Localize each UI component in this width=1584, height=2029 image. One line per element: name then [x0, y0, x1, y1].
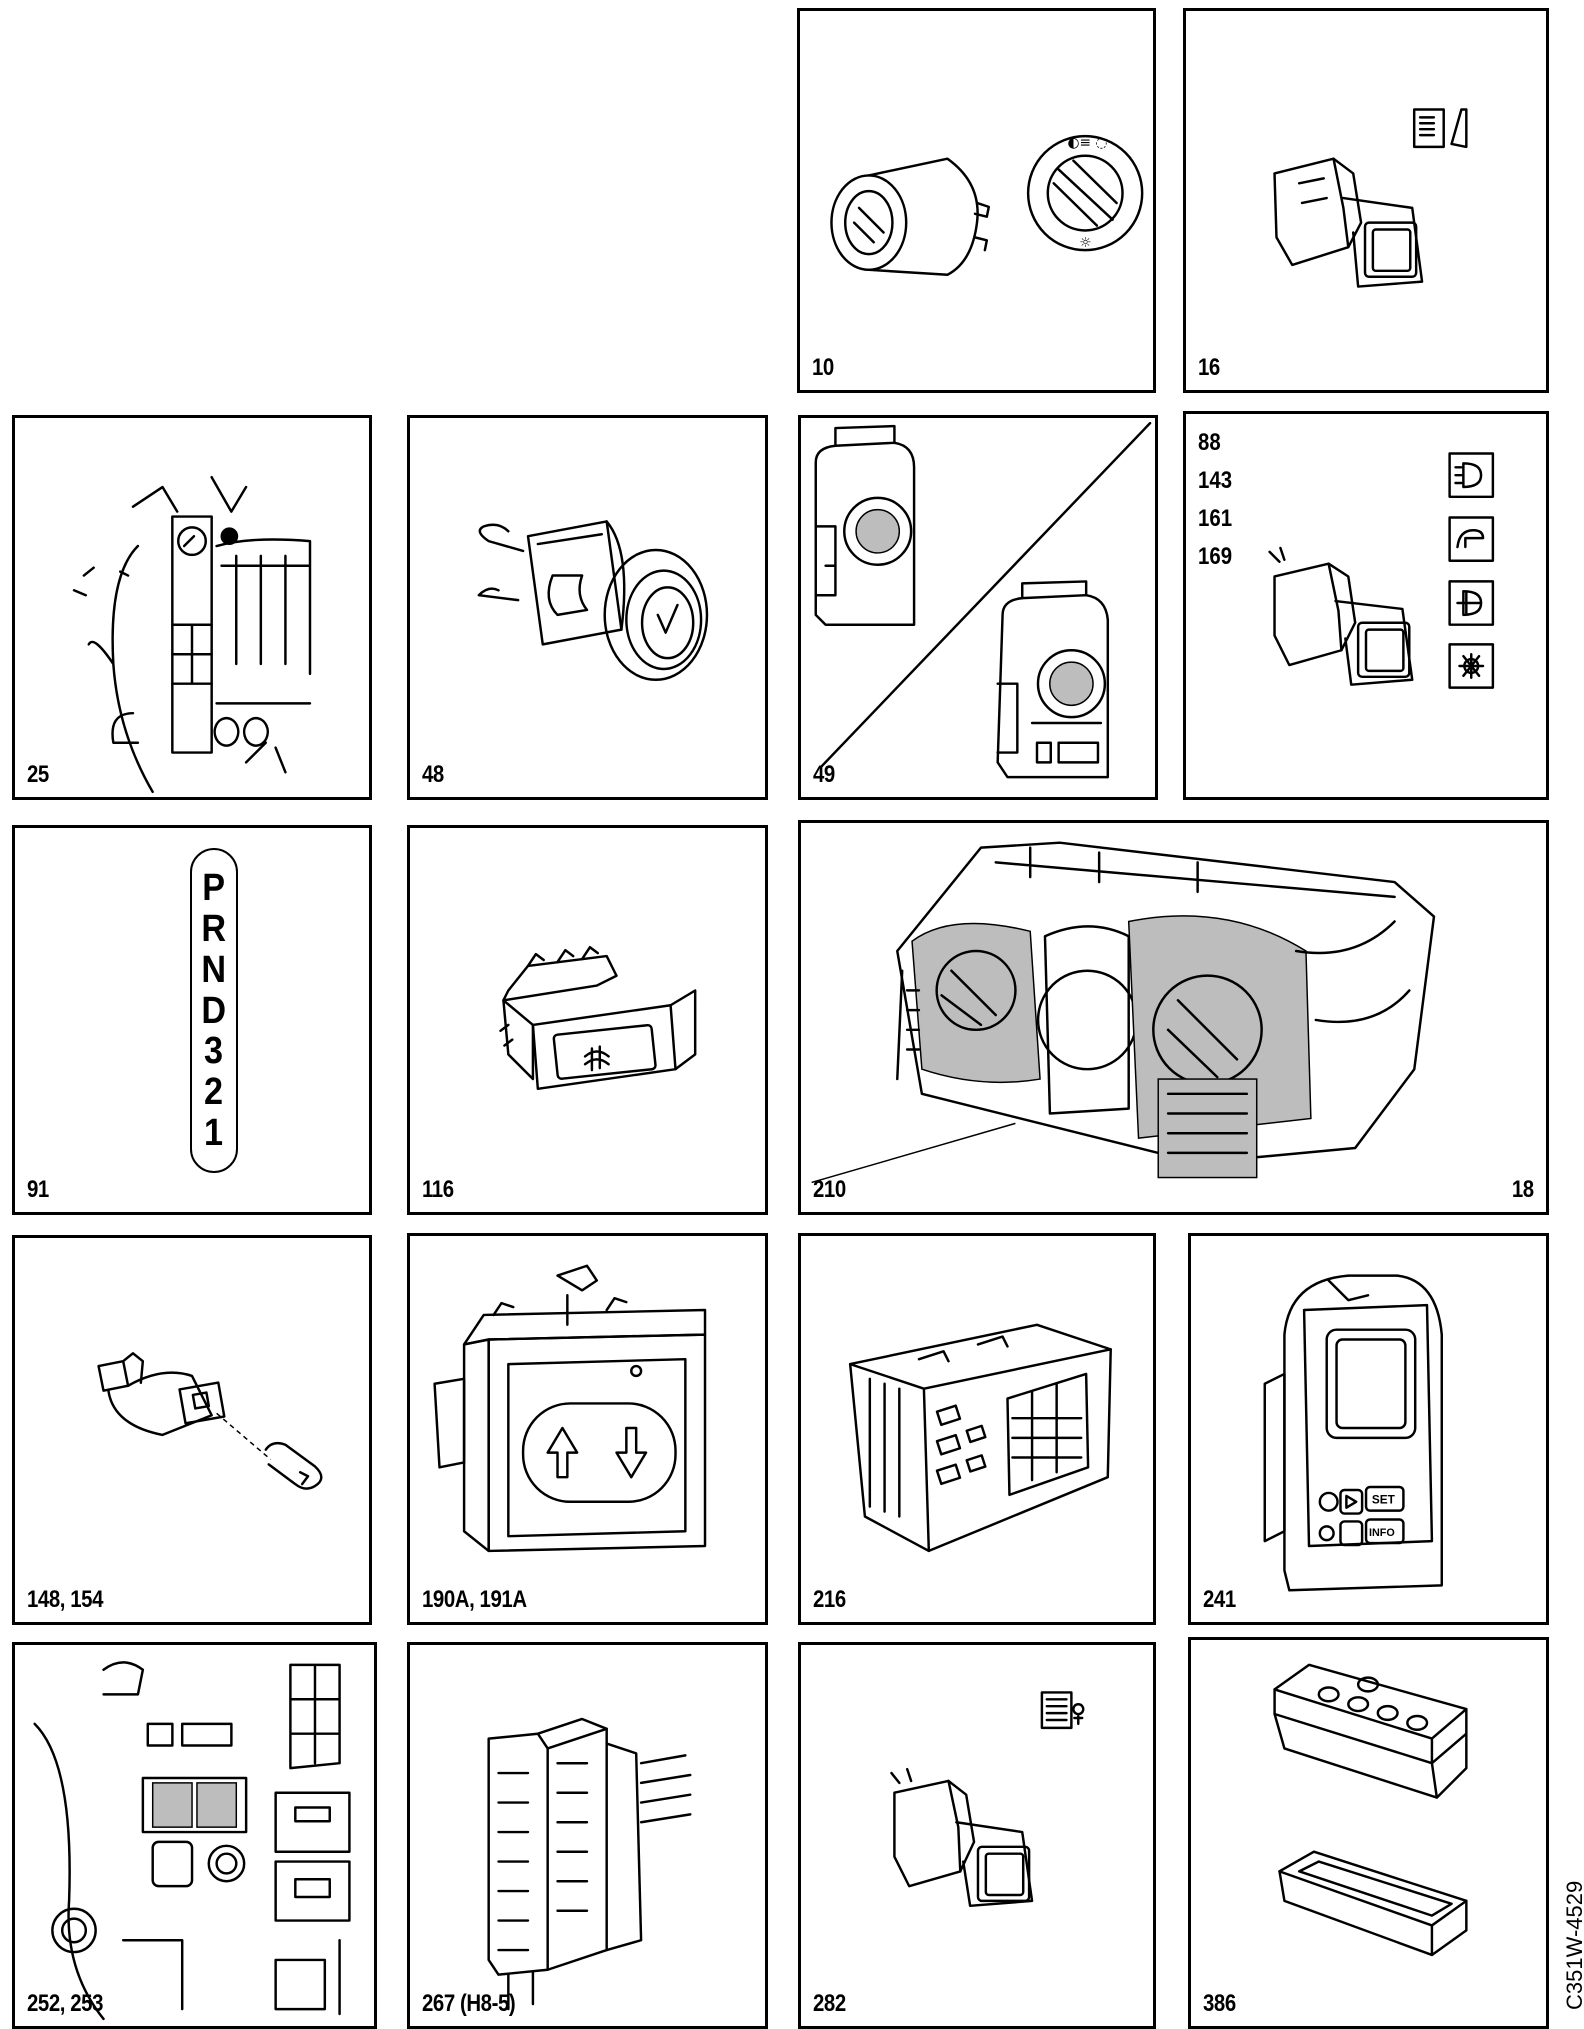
gear-letter: N	[201, 948, 227, 991]
panel-116-rear-defrost-switch: 116	[407, 825, 768, 1215]
panel-label: 282	[813, 1990, 846, 2017]
panel-label: 48	[422, 761, 444, 788]
panel-216-climate-control: 216	[798, 1233, 1156, 1625]
button-info-label: INFO	[1369, 1527, 1395, 1539]
panel-267-connector: 267 (H8-5)	[407, 1642, 768, 2029]
panel-label: 161	[1198, 505, 1233, 532]
console-location-illustration	[33, 1661, 351, 2021]
panel-148-bulb-holder: 148, 154	[12, 1235, 372, 1625]
panel-190A-window-switch: 190A, 191A	[407, 1233, 768, 1625]
panel-label: 116	[422, 1176, 454, 1203]
panel-label: 88	[1198, 429, 1221, 456]
panel-label: 252, 253	[27, 1990, 104, 2017]
cruise-control-module-illustration: SET INFO	[1263, 1274, 1443, 1592]
document-id: C351W-4529	[1562, 1880, 1584, 2010]
panel-48-cigar-lighter: 48	[407, 415, 768, 800]
rotary-control-illustration	[814, 421, 1152, 779]
panel-label: 16	[1198, 354, 1220, 381]
dashboard-location-illustration	[72, 475, 312, 794]
gear-letter: P	[202, 866, 226, 909]
gear-letter: 3	[204, 1030, 224, 1073]
cigar-lighter-illustration	[477, 520, 709, 682]
window-switch-illustration	[433, 1264, 707, 1553]
light-switch-illustration: ◐≡ ◌ ☼	[830, 134, 1144, 276]
rocker-switch-illustration	[1273, 108, 1468, 288]
panel-88-switch: 88 143 161 169	[1183, 411, 1549, 800]
panel-241-cruise-control: SET INFO 241	[1188, 1233, 1549, 1625]
defrost-switch-illustration	[499, 946, 697, 1091]
gear-letter: 1	[204, 1112, 224, 1155]
panel-label: 91	[27, 1176, 49, 1203]
panel-49-control: 49	[798, 415, 1158, 800]
gear-letter: D	[201, 989, 227, 1032]
panel-label-secondary: 18	[1512, 1176, 1534, 1203]
gear-selector-strip: P R N D 3 2 1	[190, 848, 238, 1173]
panel-label: 210	[813, 1176, 846, 1203]
panel-282-switch: 282	[798, 1642, 1156, 2029]
panel-label: 216	[813, 1586, 846, 1613]
panel-label: 10	[812, 354, 834, 381]
instrument-cluster-illustration	[811, 841, 1436, 1184]
gear-letter: R	[201, 907, 227, 950]
panel-label: 169	[1198, 543, 1233, 570]
bulb-holder-illustration	[97, 1352, 323, 1490]
illuminated-switch-illustration	[890, 1691, 1085, 1908]
svg-text:☼: ☼	[1079, 235, 1091, 251]
panel-label: 241	[1203, 1586, 1236, 1613]
climate-control-panel-illustration	[848, 1323, 1112, 1553]
panel-label: 386	[1203, 1990, 1236, 2017]
panel-label: 143	[1198, 467, 1233, 494]
connector-illustration	[487, 1717, 692, 2011]
panel-10-light-switch: ◐≡ ◌ ☼ 10	[797, 8, 1156, 393]
panel-label: 190A, 191A	[422, 1586, 527, 1613]
panel-386-switch-pack: 386	[1188, 1637, 1549, 2029]
switch-pack-illustration	[1273, 1663, 1468, 1957]
panel-label: 148, 154	[27, 1586, 104, 1613]
button-set-label: SET	[1372, 1493, 1396, 1507]
panel-25-location: 25	[12, 415, 372, 800]
panel-252-location: 252, 253	[12, 1642, 377, 2029]
panel-label: 25	[27, 761, 49, 788]
panel-91-selector-indicator: P R N D 3 2 1 91	[12, 825, 372, 1215]
panel-label: 267 (H8-5)	[422, 1990, 516, 2017]
switch-with-symbols-illustration	[1268, 452, 1495, 689]
panel-label: 49	[813, 761, 835, 788]
gear-letter: 2	[204, 1071, 224, 1114]
panel-210-instrument-cluster: 210 18	[798, 820, 1549, 1215]
panel-16-switch: 16	[1183, 8, 1549, 393]
svg-text:◐≡ ◌: ◐≡ ◌	[1067, 135, 1107, 151]
panel-labels: 88 143 161 169	[1198, 424, 1232, 576]
